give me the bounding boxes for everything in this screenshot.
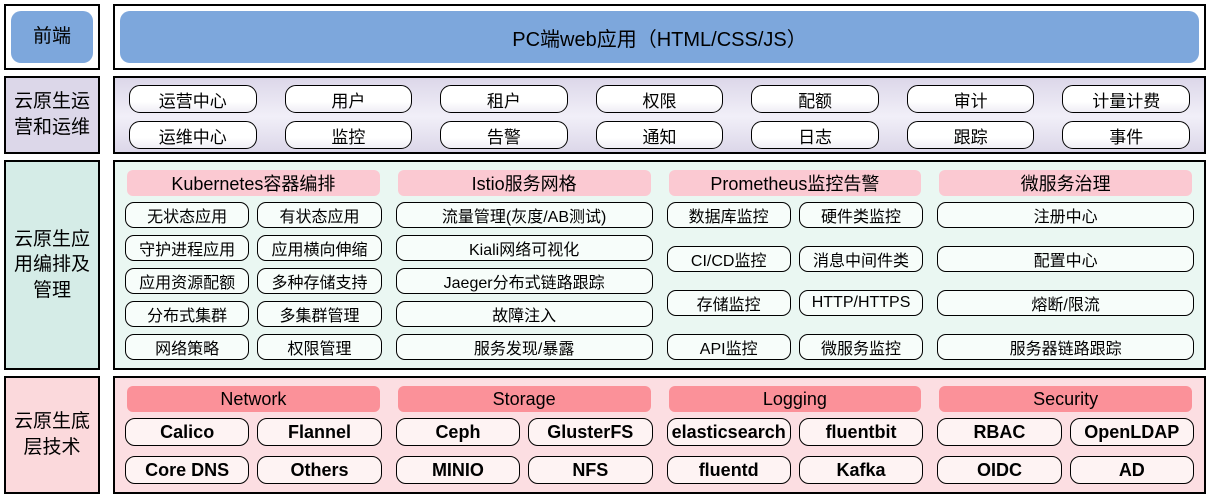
prometheus-item: API监控	[666, 334, 791, 360]
storage-item: NFS	[528, 456, 653, 484]
storage-item: GlusterFS	[528, 418, 653, 446]
network-item: Flannel	[257, 418, 382, 446]
ops-item: 用户	[284, 85, 413, 113]
ops-item: 权限	[595, 85, 724, 113]
istio-item: Kiali网络可视化	[395, 235, 653, 261]
microservice-column: 微服务治理 注册中心配置中心熔断/限流服务器链路跟踪	[937, 170, 1194, 360]
ops-item: 日志	[751, 121, 879, 149]
security-item: OIDC	[937, 456, 1062, 484]
orchestration-row: 云原生应用编排及管理 Kubernetes容器编排 无状态应用有状态应用守护进程…	[4, 160, 1206, 370]
microservice-item: 服务器链路跟踪	[937, 334, 1194, 360]
kubernetes-item: 分布式集群	[125, 301, 250, 327]
kubernetes-column-header: Kubernetes容器编排	[127, 170, 380, 196]
istio-item: 服务发现/暴露	[395, 334, 653, 360]
web-app-banner: PC端web应用（HTML/CSS/JS）	[120, 11, 1199, 63]
infrastructure-side-label: 云原生底层技术	[4, 376, 100, 494]
security-item: RBAC	[937, 418, 1062, 446]
ops-item: 运维中心	[129, 121, 257, 149]
ops-item: 租户	[440, 85, 568, 113]
microservice-column-header: 微服务治理	[939, 170, 1192, 196]
orchestration-side-label: 云原生应用编排及管理	[4, 160, 100, 370]
prometheus-item: CI/CD监控	[666, 246, 791, 272]
ops-item: 计量计费	[1062, 85, 1190, 113]
istio-item: Jaeger分布式链路跟踪	[395, 268, 653, 294]
frontend-label: 前端	[11, 11, 93, 63]
kubernetes-item: 应用横向伸缩	[257, 235, 382, 261]
prometheus-item: HTTP/HTTPS	[798, 290, 924, 316]
storage-item: Ceph	[395, 418, 521, 446]
kubernetes-item: 多集群管理	[257, 301, 382, 327]
orchestration-container: Kubernetes容器编排 无状态应用有状态应用守护进程应用应用横向伸缩应用资…	[113, 160, 1206, 370]
kubernetes-item: 多种存储支持	[257, 268, 382, 294]
logging-column-header: Logging	[668, 386, 922, 412]
storage-column-header: Storage	[397, 386, 651, 412]
security-item: AD	[1069, 456, 1194, 484]
prometheus-item: 消息中间件类	[798, 246, 924, 272]
ops-item: 跟踪	[906, 121, 1035, 149]
ops-item: 事件	[1062, 121, 1190, 149]
frontend-side-label: 前端	[4, 4, 100, 70]
ops-item: 告警	[440, 121, 568, 149]
microservice-item: 配置中心	[937, 246, 1194, 272]
microservice-item: 熔断/限流	[937, 290, 1194, 316]
prometheus-item: 数据库监控	[666, 202, 791, 228]
network-column-header: Network	[127, 386, 380, 412]
logging-item: fluentbit	[798, 418, 924, 446]
microservice-items: 注册中心配置中心熔断/限流服务器链路跟踪	[937, 202, 1194, 360]
logging-item: fluentd	[666, 456, 791, 484]
ops-item: 运营中心	[129, 85, 257, 113]
microservice-item: 注册中心	[937, 202, 1194, 228]
istio-column-header: Istio服务网格	[397, 170, 651, 196]
istio-item: 流量管理(灰度/AB测试)	[395, 202, 653, 228]
ops-row: 云原生运营和运维 运营中心用户租户权限配额审计计量计费 运维中心监控告警通知日志…	[4, 76, 1206, 154]
ops-item: 通知	[595, 121, 724, 149]
kubernetes-item: 权限管理	[257, 334, 382, 360]
kubernetes-item: 应用资源配额	[125, 268, 250, 294]
frontend-container: PC端web应用（HTML/CSS/JS）	[113, 4, 1206, 70]
logging-item: Kafka	[798, 456, 924, 484]
ops-item: 监控	[284, 121, 413, 149]
network-item: Calico	[125, 418, 250, 446]
istio-items: 流量管理(灰度/AB测试) Kiali网络可视化 Jaeger分布式链路跟踪故障注入…	[395, 202, 653, 360]
kubernetes-item: 网络策略	[125, 334, 250, 360]
kubernetes-item: 有状态应用	[257, 202, 382, 228]
storage-item: MINIO	[395, 456, 521, 484]
prometheus-column-header: Prometheus监控告警	[668, 170, 922, 196]
kubernetes-column: Kubernetes容器编排 无状态应用有状态应用守护进程应用应用横向伸缩应用资…	[125, 170, 382, 360]
prometheus-item: 硬件类监控	[798, 202, 924, 228]
prometheus-item: 微服务监控	[798, 334, 924, 360]
logging-item: elasticsearch	[666, 418, 791, 446]
prometheus-column: Prometheus监控告警 数据库监控硬件类监控 CI/CD监控消息中间件类存储…	[666, 170, 924, 360]
network-item: Others	[257, 456, 382, 484]
ops-item: 配额	[751, 85, 879, 113]
frontend-row: 前端 PC端web应用（HTML/CSS/JS）	[4, 4, 1206, 70]
istio-item: 故障注入	[395, 301, 653, 327]
kubernetes-items: 无状态应用有状态应用守护进程应用应用横向伸缩应用资源配额多种存储支持分布式集群多…	[125, 202, 382, 360]
security-column-header: Security	[939, 386, 1192, 412]
kubernetes-item: 无状态应用	[125, 202, 250, 228]
kubernetes-item: 守护进程应用	[125, 235, 250, 261]
istio-column: Istio服务网格 流量管理(灰度/AB测试) Kiali网络可视化 Jaeger分…	[395, 170, 653, 360]
ops-item: 审计	[906, 85, 1035, 113]
security-item: OpenLDAP	[1069, 418, 1194, 446]
prometheus-item: 存储监控	[666, 290, 791, 316]
ops-side-label: 云原生运营和运维	[4, 76, 100, 154]
network-item: Core DNS	[125, 456, 250, 484]
ops-container: 运营中心用户租户权限配额审计计量计费 运维中心监控告警通知日志跟踪事件	[113, 76, 1206, 154]
prometheus-items: 数据库监控硬件类监控 CI/CD监控消息中间件类存储监控 HTTP/HTTPS API…	[666, 202, 924, 360]
